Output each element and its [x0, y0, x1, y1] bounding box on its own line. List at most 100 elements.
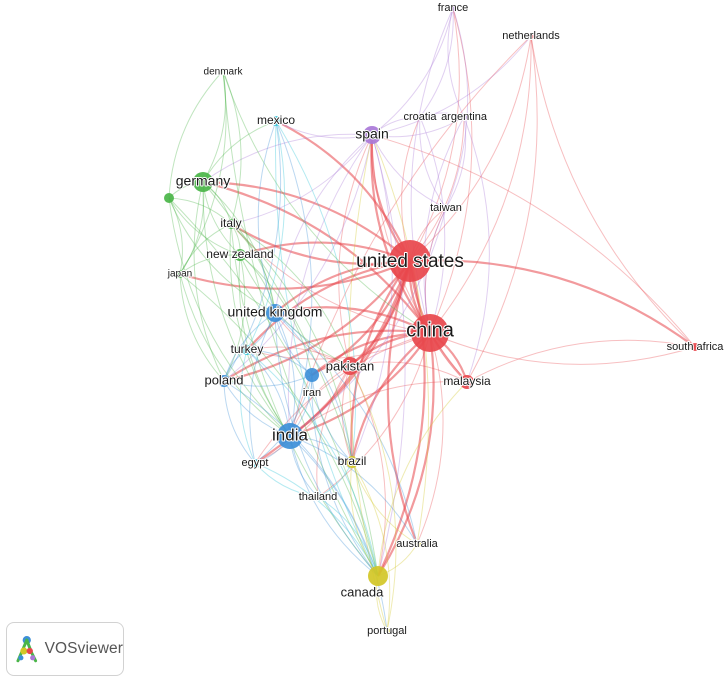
label-india[interactable]: india — [271, 424, 309, 445]
link-united-states-france — [409, 7, 460, 262]
node-united-kingdom[interactable] — [266, 304, 284, 322]
edges-layer — [168, 7, 696, 632]
node-poland[interactable] — [218, 375, 230, 387]
label-egypt[interactable]: egypt — [241, 456, 270, 470]
node-china[interactable] — [411, 314, 449, 352]
link-france-argentina — [447, 7, 465, 118]
link-spain-mexico — [275, 120, 373, 139]
node-united-states[interactable] — [389, 240, 431, 282]
link-japan-canada — [179, 273, 379, 577]
node-taiwan[interactable] — [443, 205, 449, 211]
link-spain-italy — [230, 134, 373, 225]
node-mexico[interactable] — [271, 116, 281, 126]
link-united-states-turkey — [246, 259, 411, 351]
link-italy-pakistan — [230, 223, 351, 367]
link-united-kingdom-australia — [274, 312, 418, 545]
label-taiwan[interactable]: taiwan — [429, 201, 463, 215]
link-japan-india — [179, 273, 291, 437]
label-united-states[interactable]: united states — [355, 250, 465, 273]
link-denmark-japan — [179, 70, 227, 275]
link-china-france — [429, 7, 473, 334]
link-france-taiwan — [445, 7, 469, 209]
link-pakistan-thailand — [316, 365, 351, 498]
link-united-states-new-zealand — [239, 241, 411, 263]
label-united-kingdom[interactable]: united kingdom — [227, 303, 324, 321]
label-malaysia[interactable]: malaysia — [442, 373, 492, 389]
label-brazil[interactable]: brazil — [337, 453, 368, 469]
node-iran[interactable] — [305, 368, 319, 382]
label-iran[interactable]: iran — [302, 386, 322, 400]
label-australia[interactable]: australia — [395, 537, 439, 551]
node-turkey[interactable] — [242, 345, 252, 355]
node-canada[interactable] — [368, 566, 388, 586]
label-portugal[interactable]: portugal — [366, 624, 408, 638]
label-poland[interactable]: poland — [203, 371, 244, 388]
node-australia[interactable] — [413, 540, 421, 548]
label-pakistan[interactable]: pakistan — [325, 357, 375, 374]
label-south-africa[interactable]: south africa — [666, 340, 724, 354]
link-malaysia-india — [289, 381, 468, 437]
link-pakistan-spain — [338, 134, 373, 367]
link-germany-mexico — [202, 120, 277, 183]
link-unnamed-green-japan — [168, 197, 183, 275]
label-spain[interactable]: spain — [354, 125, 389, 143]
node-egypt[interactable] — [251, 459, 259, 467]
link-egypt-thailand — [254, 462, 319, 498]
node-argentina[interactable] — [461, 114, 467, 120]
link-thailand-canada — [317, 496, 379, 577]
label-mexico[interactable]: mexico — [256, 112, 296, 128]
node-france[interactable] — [450, 5, 456, 11]
label-croatia[interactable]: croatia — [402, 110, 438, 124]
link-taiwan-india — [289, 207, 447, 437]
link-iran-poland — [223, 374, 313, 387]
label-netherlands[interactable]: netherlands — [501, 29, 561, 43]
node-malaysia[interactable] — [460, 375, 474, 389]
node-pakistan[interactable] — [341, 357, 359, 375]
link-portugal-spain — [348, 134, 388, 632]
label-japan[interactable]: japan — [166, 268, 193, 281]
label-argentina[interactable]: argentina — [440, 110, 489, 124]
link-germany-united-kingdom — [202, 181, 276, 314]
link-japan-poland — [179, 273, 225, 382]
link-malaysia-south-africa — [466, 339, 696, 383]
link-poland-egypt — [223, 380, 256, 464]
node-italy[interactable] — [226, 219, 236, 229]
link-italy-india — [229, 223, 291, 437]
label-thailand[interactable]: thailand — [298, 490, 339, 504]
label-germany[interactable]: germany — [175, 172, 231, 190]
link-pakistan-brazil — [341, 365, 353, 463]
node-germany[interactable] — [193, 172, 213, 192]
link-new-zealand-pakistan — [239, 254, 351, 367]
node-japan[interactable] — [176, 270, 184, 278]
link-unnamed-green-italy — [168, 197, 232, 225]
link-china-germany — [202, 180, 431, 334]
node-spain[interactable] — [363, 126, 381, 144]
node-india[interactable] — [277, 423, 303, 449]
node-unnamed-green[interactable] — [164, 193, 174, 203]
label-denmark[interactable]: denmark — [203, 66, 245, 79]
node-croatia[interactable] — [417, 114, 423, 120]
link-netherlands-malaysia — [466, 35, 538, 383]
node-denmark[interactable] — [220, 68, 226, 74]
label-italy[interactable]: italy — [219, 215, 242, 231]
node-thailand[interactable] — [314, 493, 322, 501]
vosviewer-logo-badge[interactable]: VOSviewer — [6, 622, 124, 676]
link-spain-brazil — [351, 134, 393, 463]
node-brazil[interactable] — [346, 456, 358, 468]
link-china-poland — [223, 329, 431, 382]
node-new-zealand[interactable] — [234, 249, 246, 261]
label-france[interactable]: france — [437, 1, 470, 15]
link-spain-canada — [371, 134, 406, 577]
node-south-africa[interactable] — [691, 343, 699, 351]
label-turkey[interactable]: turkey — [230, 341, 265, 357]
label-new-zealand[interactable]: new zealand — [205, 246, 274, 262]
link-germany-denmark — [202, 70, 226, 183]
node-portugal[interactable] — [384, 628, 390, 634]
node-netherlands[interactable] — [528, 33, 534, 39]
link-united-states-japan — [179, 259, 411, 290]
link-denmark-china — [222, 70, 431, 334]
link-india-mexico — [275, 120, 313, 437]
label-canada[interactable]: canada — [340, 583, 385, 600]
label-china[interactable]: china — [405, 318, 456, 342]
